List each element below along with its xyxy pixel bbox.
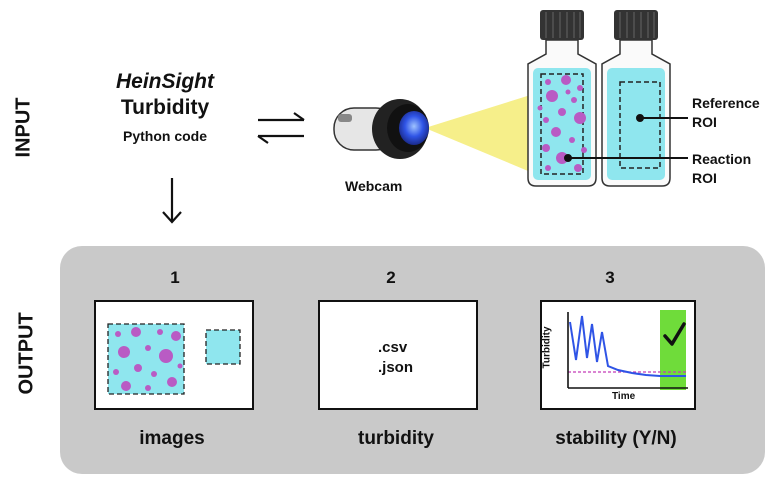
stability-caption: stability (Y/N) <box>555 428 677 449</box>
images-caption: images <box>139 428 205 449</box>
roi-crops-illustration <box>107 323 241 395</box>
turbidity-time-plot <box>567 310 688 390</box>
reference-vial-icon <box>601 10 671 187</box>
check-mark-icon <box>663 322 686 346</box>
webcam-label: Webcam <box>345 178 403 194</box>
software-module: Turbidity <box>120 96 210 119</box>
reaction-roi-label: Reaction ROI <box>692 150 751 188</box>
software-language: Python code <box>122 128 207 144</box>
plot-y-label: Turbidity <box>541 326 553 369</box>
reference-label-line1: Reference <box>692 95 760 111</box>
input-illustration <box>162 10 688 224</box>
down-arrow-icon <box>162 178 182 224</box>
output-section-label: OUTPUT <box>15 312 38 395</box>
software-title-block: HeinSight Turbidity Python code <box>95 70 235 144</box>
reference-roi-label: Reference ROI <box>692 94 760 132</box>
stability-output-box: Turbidity Time <box>540 300 696 410</box>
roi-pointers <box>564 114 688 162</box>
light-beam <box>425 92 540 176</box>
reaction-label-line2: ROI <box>692 170 717 186</box>
reference-label-line2: ROI <box>692 114 717 130</box>
turbidity-output-box: .csv .json <box>318 300 478 410</box>
reaction-vial-icon <box>527 10 597 187</box>
output-number-1: 1 <box>170 268 180 287</box>
reaction-label-line1: Reaction <box>692 151 752 167</box>
json-file-label: .json <box>378 359 414 376</box>
webcam-icon <box>333 99 429 159</box>
images-output-box <box>94 300 254 410</box>
software-name: HeinSight <box>116 70 214 93</box>
csv-file-label: .csv <box>378 339 408 356</box>
turbidity-series <box>569 315 686 377</box>
output-number-2: 2 <box>386 268 396 287</box>
exchange-arrows-icon <box>257 112 305 144</box>
output-number-3: 3 <box>605 268 615 287</box>
stable-region-highlight <box>660 310 686 390</box>
plot-x-label: Time <box>612 391 636 402</box>
turbidity-caption: turbidity <box>358 428 434 449</box>
